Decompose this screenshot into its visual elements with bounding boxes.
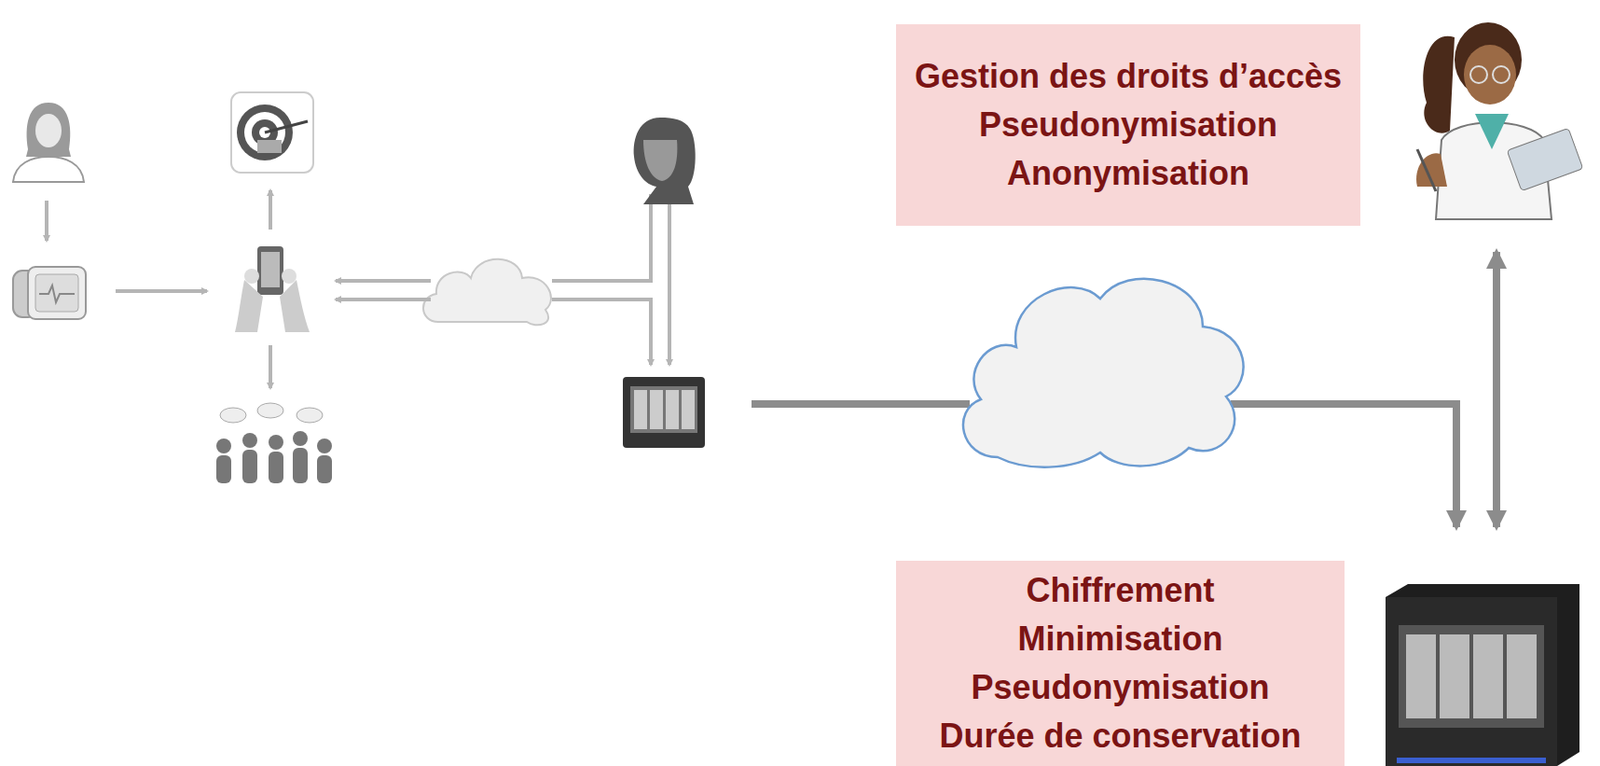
flow-arrow <box>44 200 49 241</box>
doctor-figure <box>1416 22 1584 220</box>
flow-arrow <box>268 344 273 388</box>
box-text: Minimisation <box>1017 614 1223 663</box>
cloud-icon <box>963 278 1244 468</box>
box-text: Pseudonymisation <box>970 662 1269 712</box>
community-icon <box>216 402 332 483</box>
phone-icon <box>234 246 310 332</box>
server-icon <box>1385 583 1580 766</box>
text-box: ChiffrementMinimisationPseudonymisationD… <box>896 560 1345 766</box>
text-box: Gestion des droits d’accèsPseudonymisati… <box>896 24 1361 226</box>
watch-icon <box>13 266 86 319</box>
ai-face-icon <box>634 117 696 205</box>
target-icon <box>231 92 314 173</box>
flow-arrow <box>115 289 207 293</box>
flow-arrow <box>268 190 273 230</box>
network-lines <box>335 193 670 365</box>
box-text: Gestion des droits d’accès <box>914 52 1342 101</box>
server-icon <box>622 376 705 448</box>
person-icon <box>13 102 84 182</box>
box-text: Durée de conservation <box>938 711 1301 760</box>
box-text: Chiffrement <box>1025 565 1214 615</box>
box-text: Anonymisation <box>1006 149 1250 198</box>
network-lines <box>751 251 1497 527</box>
cloud-icon <box>423 259 552 326</box>
box-text: Pseudonymisation <box>979 100 1278 150</box>
